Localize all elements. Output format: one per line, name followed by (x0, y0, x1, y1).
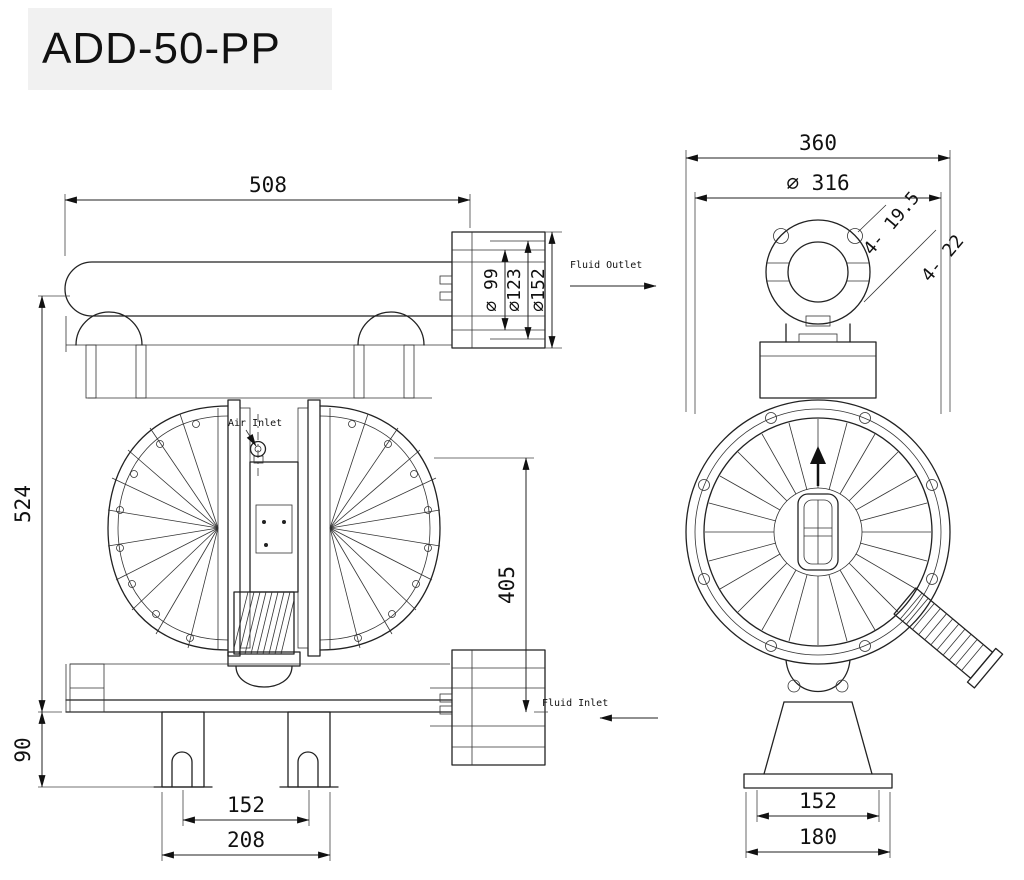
side-stand (743, 659, 893, 789)
dim-316-text: ⌀ 316 (786, 171, 849, 195)
right-housing-bolts (348, 420, 432, 642)
dim-d152-text: ⌀152 (528, 268, 549, 311)
dim-508: 508 (64, 173, 471, 256)
dim-4-22-text: 4- 22 (917, 231, 968, 286)
fluid-outlet-text: Fluid Outlet (570, 260, 642, 271)
flow-direction-arrow (810, 446, 826, 486)
side-housing-spokes (705, 419, 931, 645)
dim-152-front-text: 152 (227, 793, 265, 817)
dim-508-text: 508 (249, 173, 287, 197)
left-housing-ribs (107, 408, 219, 650)
side-muffler (893, 587, 1004, 689)
feet (153, 711, 339, 788)
fluid-outlet-label: Fluid Outlet (570, 260, 657, 290)
side-manifold-block (759, 323, 877, 399)
air-inlet-fitting (249, 440, 267, 464)
base-frame (65, 663, 453, 713)
dim-208-text: 208 (227, 828, 265, 852)
dim-152-side-text: 152 (799, 789, 837, 813)
side-housing-bolts (698, 412, 938, 652)
dim-152-side: 152 (756, 789, 880, 822)
dim-d99-text: ⌀ 99 (481, 268, 502, 311)
right-diaphragm-housing (297, 399, 441, 657)
side-view: 4- 19.5 4- 22 (685, 131, 1004, 858)
dim-90: 90 (11, 711, 154, 788)
left-housing-bolts (116, 420, 200, 642)
left-diaphragm-housing (107, 399, 251, 657)
center-body (249, 414, 299, 593)
top-manifold (64, 261, 453, 399)
dim-d123-text: ⌀123 (504, 268, 525, 311)
center-window (797, 493, 839, 571)
fluid-inlet-label: Fluid Inlet (542, 698, 658, 722)
dim-outlet-flange: ⌀ 99 ⌀123 ⌀152 (481, 231, 562, 349)
air-inlet-leader (245, 429, 257, 447)
muffler (227, 591, 301, 688)
inlet-flange (430, 649, 546, 766)
dim-405-text: 405 (495, 566, 519, 604)
page-title: ADD-50-PP (42, 24, 281, 73)
right-housing-ribs (329, 408, 441, 650)
dim-524-text: 524 (11, 485, 35, 523)
dim-405: 405 (434, 457, 548, 713)
dim-524: 524 (11, 295, 70, 713)
outlet-flange (439, 231, 546, 349)
air-inlet-label: Air Inlet (228, 418, 282, 447)
dim-180-text: 180 (799, 825, 837, 849)
dim-360: 360 (685, 131, 951, 412)
dim-316: ⌀ 316 (694, 171, 942, 414)
fluid-inlet-text: Fluid Inlet (542, 698, 608, 709)
front-view: 508 524 90 152 (11, 173, 658, 861)
side-top-flange (765, 219, 871, 327)
muffler-ribs (233, 591, 295, 655)
dim-360-text: 360 (799, 131, 837, 155)
dim-208: 208 (161, 792, 331, 861)
dim-152-front: 152 (182, 790, 310, 826)
air-inlet-text: Air Inlet (228, 418, 282, 429)
dim-180: 180 (745, 792, 891, 858)
dim-90-text: 90 (11, 737, 35, 762)
side-housing (685, 399, 951, 665)
flange-hole-callouts: 4- 19.5 4- 22 (857, 188, 968, 303)
title-block: ADD-50-PP (28, 8, 332, 90)
